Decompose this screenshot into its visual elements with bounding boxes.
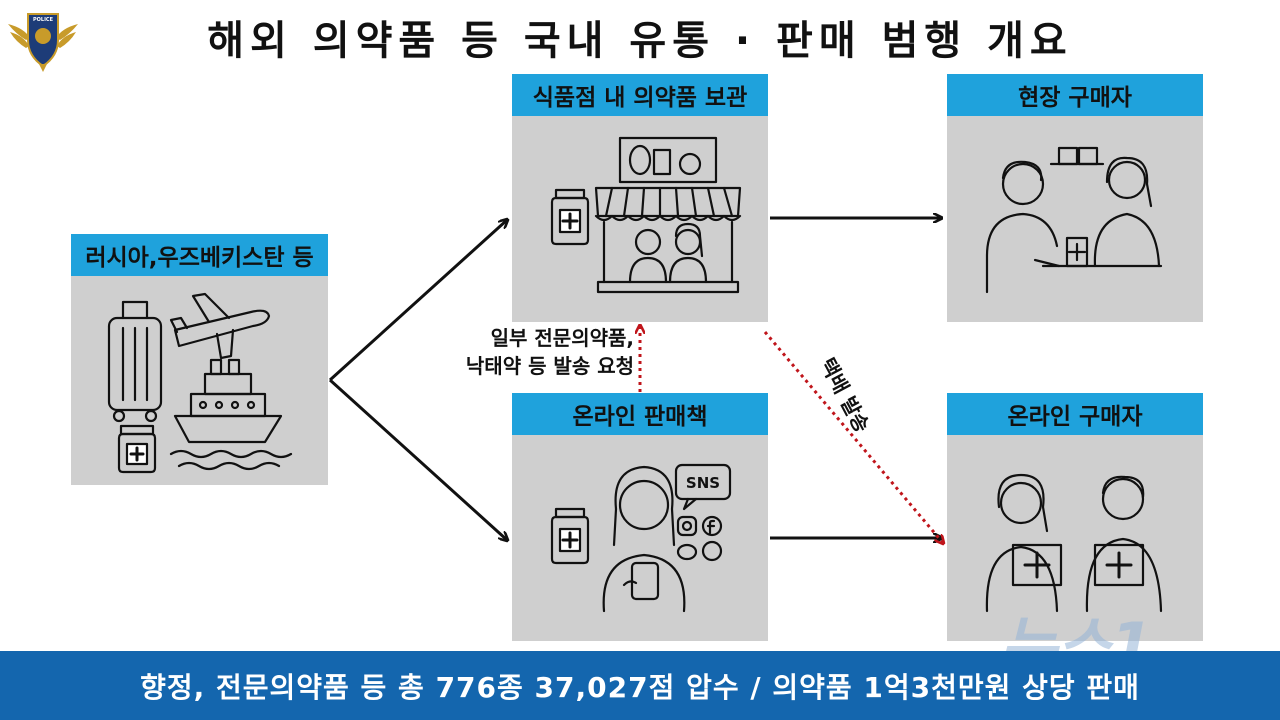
- medicine-bottle-icon: [117, 424, 157, 474]
- origin-box-header: 러시아,우즈베키스탄 등: [71, 234, 328, 276]
- online-buyer-illustration: [985, 473, 1163, 613]
- request-label: 일부 전문의약품, 낙태약 등 발송 요청: [408, 324, 634, 380]
- online-seller-box-header: 온라인 판매책: [512, 393, 768, 435]
- online-buyer-box: 온라인 구매자: [947, 393, 1203, 641]
- online-seller-box: 온라인 판매책 SNS: [512, 393, 768, 641]
- onsite-buyer-box-header: 현장 구매자: [947, 74, 1203, 116]
- ship-icon: [169, 358, 293, 471]
- online-buyer-box-header: 온라인 구매자: [947, 393, 1203, 435]
- sns-icons: SNS: [674, 463, 732, 562]
- store-illustration: [550, 136, 742, 294]
- store-box: 식품점 내 의약품 보관: [512, 74, 768, 322]
- airplane-icon: [169, 292, 271, 360]
- medicine-bottle-icon: [550, 188, 590, 246]
- medicine-bottle-icon: [550, 507, 590, 565]
- page-title: 해외 의약품 등 국내 유통 · 판매 범행 개요: [207, 18, 1073, 64]
- arrow-origin-to-store: [328, 220, 507, 382]
- sns-label: SNS: [686, 474, 720, 492]
- store-box-header: 식품점 내 의약품 보관: [512, 74, 768, 116]
- arrow-origin-to-online-seller: [328, 378, 507, 540]
- coast-guard-emblem-icon: POLICE: [8, 13, 78, 72]
- request-label-line2: 낙태약 등 발송 요청: [465, 354, 634, 378]
- onsite-buyer-box: 현장 구매자: [947, 74, 1203, 322]
- parcel-receivers-icon: [985, 473, 1163, 613]
- facebook-icon: [701, 515, 723, 537]
- grocery-store-icon: [594, 136, 742, 294]
- travel-illustration: [107, 292, 293, 474]
- dotted-arrow-delivery: [763, 331, 943, 543]
- svg-text:POLICE: POLICE: [33, 17, 54, 23]
- summary-footer: 향정, 전문의약품 등 총 776종 37,027점 압수 / 의약품 1억3천…: [0, 651, 1280, 720]
- instagram-icon: [676, 515, 698, 537]
- onsite-buyer-illustration: [985, 146, 1163, 294]
- woman-with-phone-icon: [602, 465, 686, 613]
- online-seller-illustration: SNS: [550, 463, 732, 613]
- shop-counter-purchase-icon: [985, 146, 1163, 294]
- origin-box: 러시아,우즈베키스탄 등: [71, 234, 328, 485]
- whatsapp-icon: [701, 540, 723, 562]
- request-label-line1: 일부 전문의약품,: [490, 326, 634, 350]
- suitcase-icon: [107, 300, 163, 423]
- wechat-icon: [676, 543, 698, 561]
